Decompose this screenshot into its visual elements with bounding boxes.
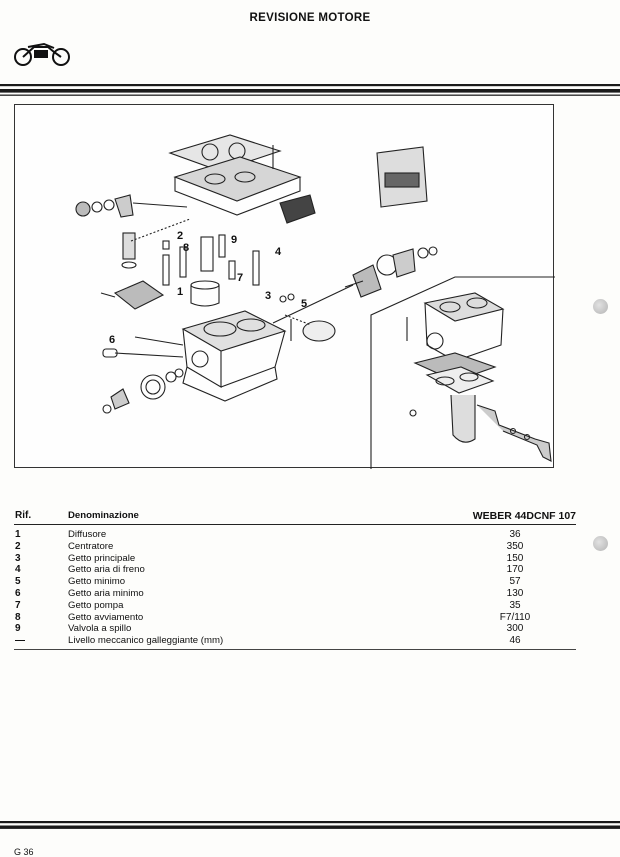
binder-hole-icon <box>593 536 608 551</box>
table-row: 3 Getto principale 150 <box>14 553 576 565</box>
row-name: Livello meccanico galleggiante (mm) <box>68 635 224 647</box>
table-row: 8 Getto avviamento F7/110 <box>14 612 576 624</box>
row-ref: 9 <box>15 623 21 635</box>
header-rule <box>0 84 620 96</box>
table-row: — Livello meccanico galleggiante (mm) 46 <box>14 635 576 647</box>
row-value: 150 <box>506 552 524 564</box>
table-row: 6 Getto aria minimo 130 <box>14 588 576 600</box>
row-name: Getto aria minimo <box>68 587 144 599</box>
row-value: 130 <box>506 587 524 599</box>
page-title: REVISIONE MOTORE <box>249 12 371 24</box>
row-value: 35 <box>509 599 521 611</box>
row-ref: 4 <box>15 564 21 576</box>
callout-2: 2 <box>177 230 183 242</box>
callout-4: 4 <box>275 246 282 258</box>
row-value: 300 <box>506 623 524 635</box>
jetting-table: Rif. Denominazione WEBER 44DCNF 107 1 Di… <box>14 510 576 650</box>
table-row: 4 Getto aria di freno 170 <box>14 564 576 576</box>
footer-rule <box>0 821 620 829</box>
callout-9: 9 <box>231 234 237 246</box>
row-value: 350 <box>506 540 524 552</box>
header-value: WEBER 44DCNF 107 <box>472 510 576 522</box>
table-row: 1 Diffusore 36 <box>14 529 576 541</box>
motorcycle-logo-icon <box>14 38 72 73</box>
table-row: 5 Getto minimo 57 <box>14 576 576 588</box>
diagram-drawing: 2 9 8 4 7 1 3 5 6 <box>75 134 555 469</box>
row-name: Getto avviamento <box>68 611 144 623</box>
row-value: F7/110 <box>499 611 531 623</box>
table-row: 9 Valvola a spillo 300 <box>14 623 576 635</box>
row-name: Centratore <box>68 540 114 552</box>
row-value: 170 <box>506 564 524 576</box>
row-name: Valvola a spillo <box>68 623 132 635</box>
callout-3: 3 <box>265 290 271 302</box>
callout-6: 6 <box>109 334 115 346</box>
row-ref: — <box>15 635 25 647</box>
header-name: Denominazione <box>68 510 139 521</box>
callout-8: 8 <box>183 242 189 254</box>
row-ref: 6 <box>15 587 21 599</box>
row-value: 36 <box>509 529 521 540</box>
table-footer-rule <box>14 648 576 650</box>
table-row: 7 Getto pompa 35 <box>14 600 576 612</box>
table-body: 1 Diffusore 36 2 Centratore 350 3 Getto … <box>14 529 576 647</box>
header-ref: Rif. <box>15 510 32 521</box>
table-row: 2 Centratore 350 <box>14 541 576 553</box>
row-ref: 1 <box>15 529 21 540</box>
table-header: Rif. Denominazione WEBER 44DCNF 107 <box>14 510 576 524</box>
row-ref: 8 <box>15 611 21 623</box>
row-name: Getto pompa <box>68 599 124 611</box>
callout-7: 7 <box>237 272 243 284</box>
page-number: G 36 <box>14 847 34 857</box>
row-name: Getto minimo <box>68 576 126 588</box>
table-header-rule <box>14 524 576 525</box>
row-ref: 3 <box>15 552 21 564</box>
row-value: 46 <box>509 635 521 647</box>
binder-hole-icon <box>593 299 608 314</box>
row-name: Getto principale <box>68 552 136 564</box>
carburetor-exploded-diagram: 2 9 8 4 7 1 3 5 6 <box>14 104 555 469</box>
callout-1: 1 <box>177 286 183 298</box>
row-ref: 2 <box>15 540 21 552</box>
row-value: 57 <box>509 576 521 588</box>
callout-5: 5 <box>301 298 307 310</box>
row-name: Getto aria di freno <box>68 564 145 576</box>
row-name: Diffusore <box>68 529 107 540</box>
row-ref: 7 <box>15 599 21 611</box>
row-ref: 5 <box>15 576 21 588</box>
